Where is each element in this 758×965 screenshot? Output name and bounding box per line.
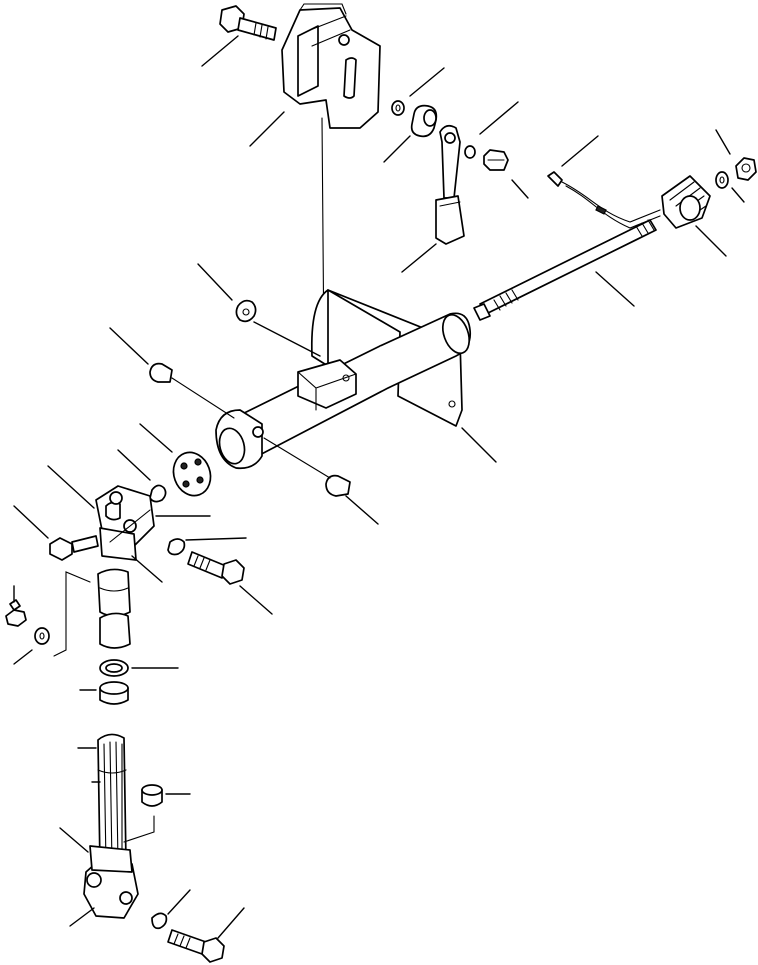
leader-line: [109, 327, 149, 365]
leader-line: [401, 243, 437, 273]
spacer-nut: [235, 299, 257, 323]
rubber-coupling: [172, 451, 212, 497]
washer-top: [391, 100, 405, 116]
grip-knob: [661, 175, 711, 229]
leader-line: [695, 225, 727, 257]
link-line: [263, 437, 331, 479]
lever-handle: [435, 124, 465, 245]
leader-line: [69, 907, 95, 927]
snap-ring: [149, 484, 167, 503]
leader-line: [197, 263, 233, 301]
washer-right: [715, 171, 729, 189]
bushing-top: [410, 104, 438, 138]
bolt-ujoint: [49, 535, 99, 561]
leader-line: [409, 67, 445, 97]
leader-line: [131, 555, 163, 583]
clip-ujoint: [167, 538, 186, 556]
nut-right: [735, 157, 757, 181]
pin-left: [149, 362, 173, 383]
leader-line: [479, 101, 519, 135]
leader-line: [13, 649, 33, 665]
universal-joint-lower: [83, 845, 139, 919]
grease-fitting: [5, 599, 27, 627]
pin-right: [325, 474, 351, 497]
spline-shaft: [97, 733, 127, 867]
leader-line: [47, 465, 95, 509]
leader-line: [715, 129, 731, 155]
bracket-line: [123, 815, 155, 843]
leader-line: [511, 179, 529, 199]
leader-line: [461, 427, 497, 463]
leader-line: [117, 449, 151, 481]
washer-left: [34, 627, 50, 645]
leader-line: [383, 135, 411, 163]
leader-line: [239, 585, 273, 615]
sleeve-tube: [97, 568, 131, 649]
leader-line: [731, 187, 745, 203]
bolt-lower: [167, 929, 225, 963]
leader-line: [13, 505, 49, 539]
leader-line: [249, 111, 285, 147]
leader-line: [217, 907, 245, 939]
bushing-lower: [99, 681, 129, 705]
leader-line: [59, 827, 89, 853]
column-tube: [215, 312, 472, 470]
leader-line: [185, 537, 247, 541]
leader-line: [201, 35, 239, 67]
bolt-lower-column: [187, 551, 245, 585]
seal-ring: [99, 659, 129, 677]
link-line: [171, 377, 235, 419]
universal-joint-upper: [95, 485, 155, 561]
knob-bolt: [464, 145, 509, 171]
leader-line: [345, 495, 379, 525]
clip-lower: [151, 912, 168, 930]
bracket-line: [53, 571, 91, 657]
plug-lower: [141, 784, 163, 807]
leader-line: [595, 271, 635, 307]
leader-line: [561, 135, 599, 167]
cable-end: [547, 171, 661, 229]
bolt-top: [219, 5, 277, 41]
leader-line: [167, 889, 191, 915]
leader-line: [139, 423, 173, 453]
leader-line: [253, 321, 321, 357]
bracket-top: [281, 3, 381, 129]
shaft-long: [473, 219, 657, 321]
